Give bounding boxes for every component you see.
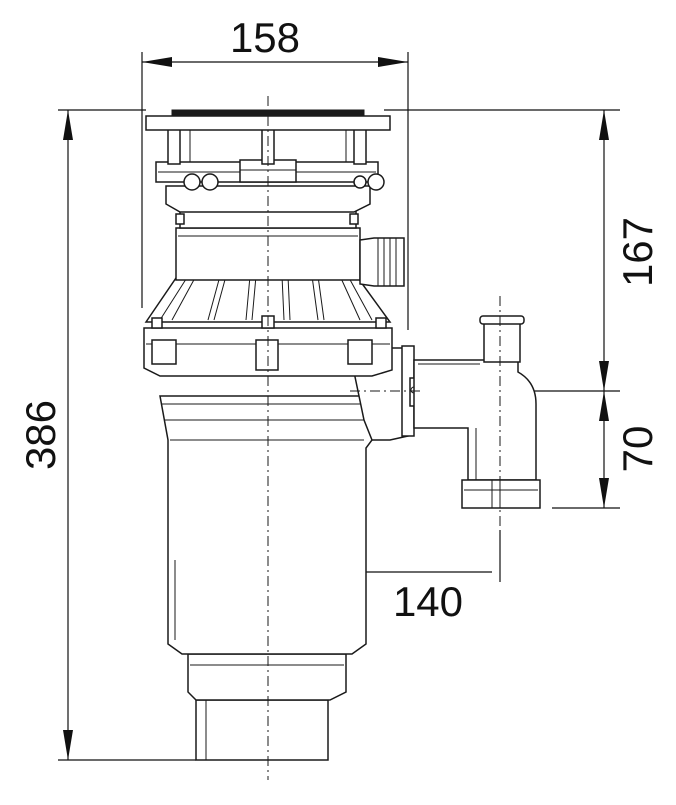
dimension-upper-height: 167	[384, 109, 661, 392]
disposer-unit	[143, 96, 541, 780]
dimension-top-width: 158	[141, 14, 409, 330]
dimension-outlet-drop: 70	[552, 391, 661, 509]
dimension-total-height: 386	[17, 109, 196, 761]
dimension-label-167: 167	[614, 217, 661, 287]
dimension-label-158: 158	[230, 14, 300, 61]
dimension-label-386: 386	[17, 400, 64, 470]
motor-housing	[159, 395, 373, 655]
dimension-label-140: 140	[393, 578, 463, 625]
dimension-outlet-offset: 140	[278, 530, 501, 625]
bottom-outlet	[187, 647, 347, 761]
dimension-label-70: 70	[614, 426, 661, 473]
upper-cylinder	[175, 205, 405, 287]
